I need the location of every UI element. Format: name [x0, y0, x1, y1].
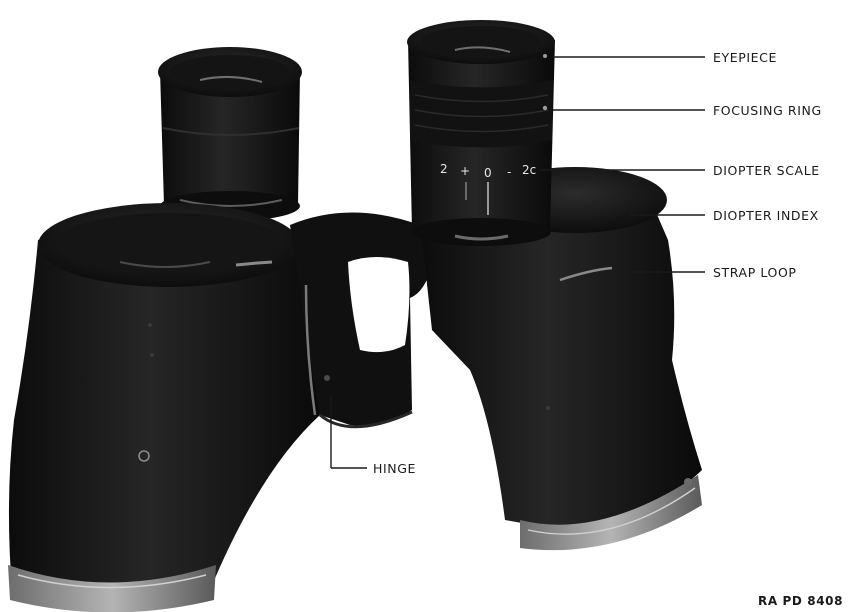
- diopter-scale-mark: 0: [484, 166, 492, 180]
- label-diopter-scale: DIOPTER SCALE: [713, 163, 820, 178]
- callout-diopter-index: DIOPTER INDEX: [630, 208, 819, 223]
- callout-focusing-ring: FOCUSING RING: [553, 103, 822, 118]
- label-focusing-ring: FOCUSING RING: [713, 103, 822, 118]
- bridge-opening: [348, 257, 410, 353]
- hinge-bridge: [290, 212, 432, 429]
- focusing-ring: [410, 80, 553, 148]
- left-barrel: [8, 203, 320, 612]
- diopter-scale-mark: 2c: [522, 163, 536, 177]
- label-eyepiece: EYEPIECE: [713, 50, 777, 65]
- screw-icon: [138, 450, 150, 462]
- right-eyepiece-tube: 2 + 0 - 2c: [407, 20, 555, 246]
- diopter-scale-marks: 2 + 0 - 2c: [440, 162, 536, 215]
- label-hinge: HINGE: [373, 461, 416, 476]
- label-strap-loop: STRAP LOOP: [713, 265, 797, 280]
- callout-hinge: HINGE: [330, 395, 416, 476]
- diopter-scale-mark: +: [460, 164, 470, 178]
- figure-code: RA PD 8408: [758, 594, 843, 608]
- diopter-scale-mark: -: [507, 165, 511, 179]
- callout-eyepiece: EYEPIECE: [553, 50, 777, 65]
- label-diopter-index: DIOPTER INDEX: [713, 208, 819, 223]
- diopter-scale-mark: 2: [440, 162, 448, 176]
- callout-diopter-scale: DIOPTER SCALE: [540, 163, 820, 178]
- left-eyepiece-tube: + 0: [158, 47, 302, 221]
- callout-strap-loop: STRAP LOOP: [612, 265, 797, 280]
- left-objective-ring: [8, 565, 216, 612]
